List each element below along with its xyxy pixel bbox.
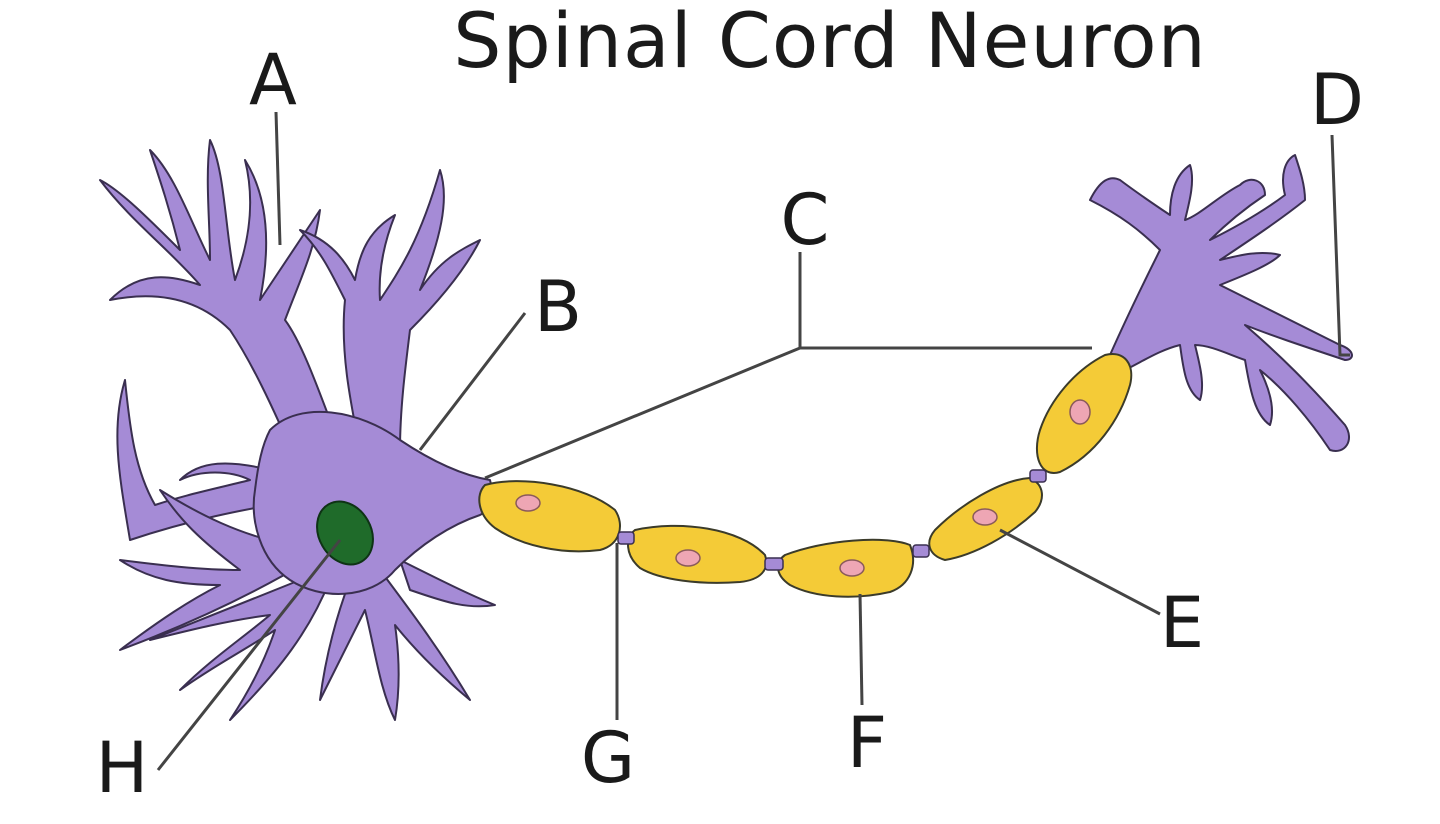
cell-body (252, 410, 493, 595)
schwann-nucleus-5 (1069, 399, 1091, 425)
label-d: D (1310, 59, 1364, 141)
myelin-sheath (478, 353, 1133, 598)
node-of-ranvier-2 (764, 557, 784, 571)
leader-line-a (274, 111, 282, 246)
diagram-title: Spinal Cord Neuron (453, 0, 1207, 85)
dendrite-top-middle (299, 169, 481, 451)
dendrites (99, 139, 496, 721)
schwann-nucleus-4 (972, 508, 998, 526)
dendrite-bottom-middle (319, 569, 471, 721)
label-b: B (533, 266, 583, 348)
leader-line-f (858, 593, 864, 706)
nucleus (316, 500, 374, 566)
node-of-ranvier-1 (617, 531, 635, 545)
schwann-nucleus-1 (515, 494, 541, 512)
dendrite-top-left (99, 139, 331, 471)
schwann-nucleus-3 (839, 559, 865, 577)
axon-terminal-branches (1089, 154, 1353, 452)
label-g: G (580, 717, 636, 799)
leader-line-c-base (484, 346, 1092, 480)
node-of-ranvier-3 (912, 544, 930, 558)
schwann-nucleus-2 (675, 549, 701, 567)
dendrite-right-lower (399, 559, 496, 608)
label-f: F (846, 702, 888, 784)
leader-line-h (156, 539, 342, 771)
label-c: C (780, 179, 830, 261)
label-h: H (95, 727, 149, 809)
label-e: E (1159, 582, 1205, 664)
dendrite-bottom-left (119, 489, 311, 651)
myelin-segment-1 (478, 480, 621, 553)
leader-line-b (418, 312, 527, 451)
dendrite-bottom (149, 579, 331, 721)
leader-line-e (999, 528, 1161, 616)
leader-line-d (1330, 134, 1350, 357)
label-a: A (249, 39, 297, 121)
leader-lines (156, 111, 1350, 771)
node-of-ranvier-4 (1029, 469, 1047, 483)
axon-terminal (1089, 154, 1353, 452)
